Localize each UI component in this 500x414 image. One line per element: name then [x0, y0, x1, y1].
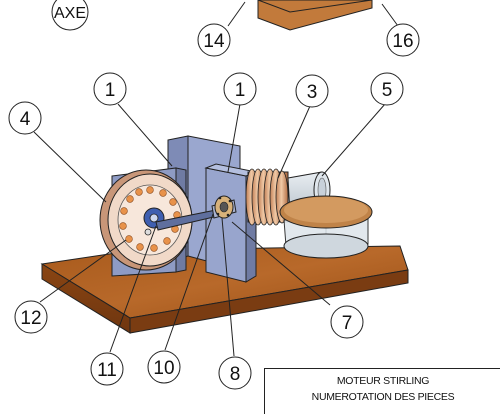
callout-5: 5	[370, 72, 404, 106]
callout-14-label: 14	[203, 31, 225, 52]
callout-12-label: 12	[20, 308, 41, 329]
callout-16-label: 16	[392, 31, 413, 52]
callout-10: 10	[147, 350, 181, 384]
callout-16: 16	[386, 23, 420, 57]
connecting-rod	[144, 195, 237, 236]
callout-1-left: 1	[93, 72, 127, 106]
burner	[279, 195, 373, 259]
callout-10-label: 10	[153, 358, 174, 379]
callout-1-right-label: 1	[235, 80, 246, 101]
callout-3: 3	[295, 74, 329, 108]
title-block: MOTEUR STIRLING NUMEROTATION DES PIECES	[264, 368, 500, 414]
callout-5-label: 5	[382, 80, 393, 101]
callout-4: 4	[8, 101, 42, 135]
callout-7: 7	[330, 305, 364, 339]
title-block-subtitle: NUMEROTATION DES PIECES	[311, 391, 455, 403]
callout-11-label: 11	[97, 360, 117, 381]
title-block-name: MOTEUR STIRLING	[336, 375, 430, 387]
callout-8-label: 8	[230, 364, 241, 385]
leader-lines	[33, 103, 386, 357]
callout-axe: AXE	[51, 0, 89, 31]
callout-axe-label: AXE	[54, 5, 86, 22]
upper-view-fragment	[227, 0, 399, 31]
callout-11: 11	[90, 352, 124, 386]
flywheel	[99, 169, 193, 271]
callout-7-label: 7	[342, 313, 353, 334]
callout-14: 14	[197, 23, 231, 57]
callout-1-right: 1	[223, 72, 257, 106]
callout-3-label: 3	[307, 82, 318, 103]
callout-12: 12	[14, 300, 48, 334]
callout-4-label: 4	[20, 109, 31, 130]
callout-1-left-label: 1	[105, 80, 116, 101]
callout-8: 8	[218, 356, 252, 390]
